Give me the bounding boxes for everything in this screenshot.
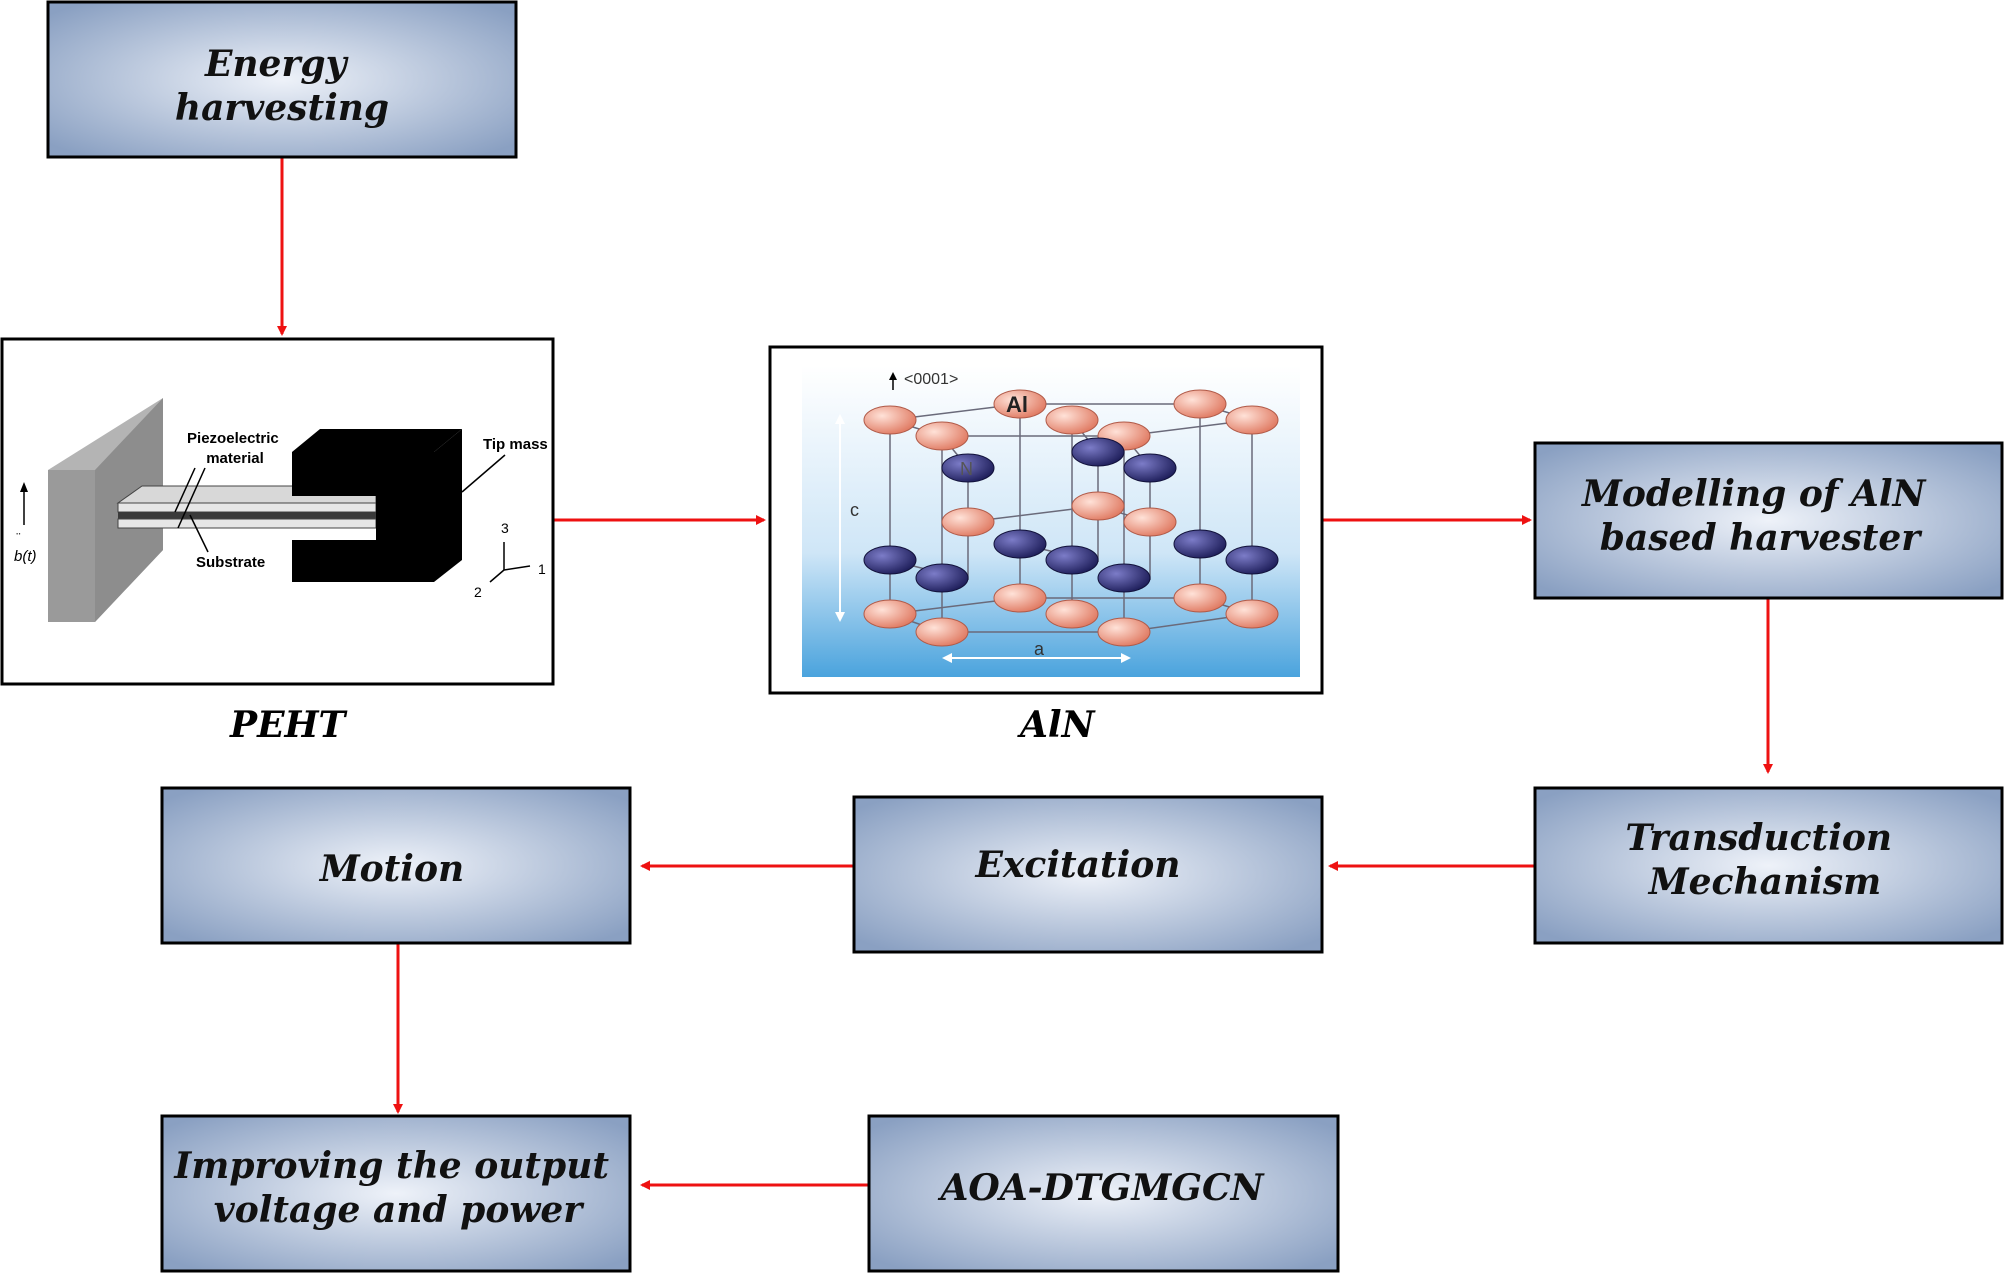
al-atom [1045, 405, 1099, 435]
al-atom [1045, 599, 1099, 629]
node-aoa: AOA-DTGMGCN [867, 1114, 1340, 1273]
improving-line-2: voltage and power [214, 1189, 585, 1231]
n-atom [1123, 453, 1177, 483]
substrate-label: Substrate [196, 554, 265, 571]
al-atom [1225, 599, 1279, 629]
node-modelling: Modelling of AlN based harvester [1533, 441, 2004, 600]
svg-text:Piezoelectric material: Piezoelectric material [187, 430, 283, 467]
n-atom-label: N [960, 459, 973, 479]
a-axis-label: a [1034, 639, 1045, 659]
node-energy-harvesting: Energy harvesting [46, 0, 518, 159]
transduction-line-1: Transduction [1625, 817, 1892, 859]
al-atom [1097, 617, 1151, 647]
piezo-layer-top [117, 502, 377, 513]
al-atom [1123, 507, 1177, 537]
al-atoms [863, 389, 1279, 647]
n-atom [993, 529, 1047, 559]
axis-2-label: 2 [474, 584, 482, 600]
n-atom [1225, 545, 1279, 575]
piezo-layer-bottom [117, 518, 377, 529]
n-atom [1097, 563, 1151, 593]
svg-text:Energy harvesting: Energy harvesting [175, 43, 389, 129]
node-transduction: Transduction Mechanism [1533, 786, 2004, 945]
aln-caption: AlN [1017, 704, 1097, 746]
axis-3-label: 3 [501, 520, 509, 536]
energy-harvesting-line-1: Energy [204, 43, 349, 85]
excitation-line-1: Excitation [975, 844, 1181, 886]
substrate-layer [118, 512, 376, 519]
peht-caption: PEHT [229, 704, 348, 746]
axis-triad [489, 542, 531, 583]
al-atom [863, 405, 917, 435]
transduction-line-2: Mechanism [1647, 861, 1881, 903]
node-improving: Improving the output voltage and power [160, 1114, 632, 1273]
al-atom [941, 507, 995, 537]
al-atom-label: Al [1006, 392, 1028, 417]
base-motion-label: b(t) [14, 548, 37, 565]
modelling-line-1: Modelling of AlN [1580, 473, 1927, 515]
aln-figure: <0001> c a [768, 345, 1324, 695]
al-atom [1071, 491, 1125, 521]
al-atom [993, 583, 1047, 613]
svg-text:3 1 2: 3 1 2 [474, 520, 550, 600]
node-excitation: Excitation [852, 795, 1324, 954]
n-atom [863, 545, 917, 575]
base-wall [48, 470, 95, 622]
n-atom [1071, 437, 1125, 467]
direction-label: <0001> [904, 371, 958, 388]
energy-harvesting-line-2: harvesting [175, 87, 389, 129]
svg-text:Motion: Motion [318, 848, 464, 890]
svg-text:Improving the output vol: Improving the output voltage and power [173, 1145, 621, 1231]
peht-figure: Piezoelectric material Tip mass Substrat… [0, 337, 555, 686]
n-atom [1045, 545, 1099, 575]
improving-line-1: Improving the output [173, 1145, 609, 1187]
al-atom [915, 617, 969, 647]
al-atom [1225, 405, 1279, 435]
aoa-line-1: AOA-DTGMGCN [937, 1167, 1265, 1209]
motion-line-1: Motion [318, 848, 464, 890]
c-axis-label: c [850, 500, 859, 520]
svg-text:AOA-DTGMGCN: AOA-DTGMGCN [937, 1167, 1265, 1209]
n-atom [941, 453, 995, 483]
n-atoms [863, 437, 1279, 593]
al-atom [863, 599, 917, 629]
tip-mass [292, 429, 462, 582]
tip-mass-label: Tip mass [483, 436, 548, 453]
arrows [277, 157, 1773, 1190]
axis-1-label: 1 [538, 561, 546, 577]
svg-text:Excitation: Excitation [975, 844, 1181, 886]
piezo-label-line-1: Piezoelectric [187, 430, 279, 447]
node-motion: Motion [160, 786, 632, 945]
n-atom [915, 563, 969, 593]
piezo-label-line-2: material [206, 450, 264, 467]
al-atom [915, 421, 969, 451]
base-motion-dots: ¨ [16, 531, 21, 546]
svg-text:Transduction Mechanism: Transduction Mechanism [1625, 817, 1904, 903]
al-atom [1173, 389, 1227, 419]
svg-text:Modelling of AlN based h: Modelling of AlN based harvester [1580, 473, 1938, 559]
modelling-line-2: based harvester [1600, 517, 1923, 559]
al-atom [1173, 583, 1227, 613]
al-atom [993, 389, 1047, 419]
n-atom [1173, 529, 1227, 559]
